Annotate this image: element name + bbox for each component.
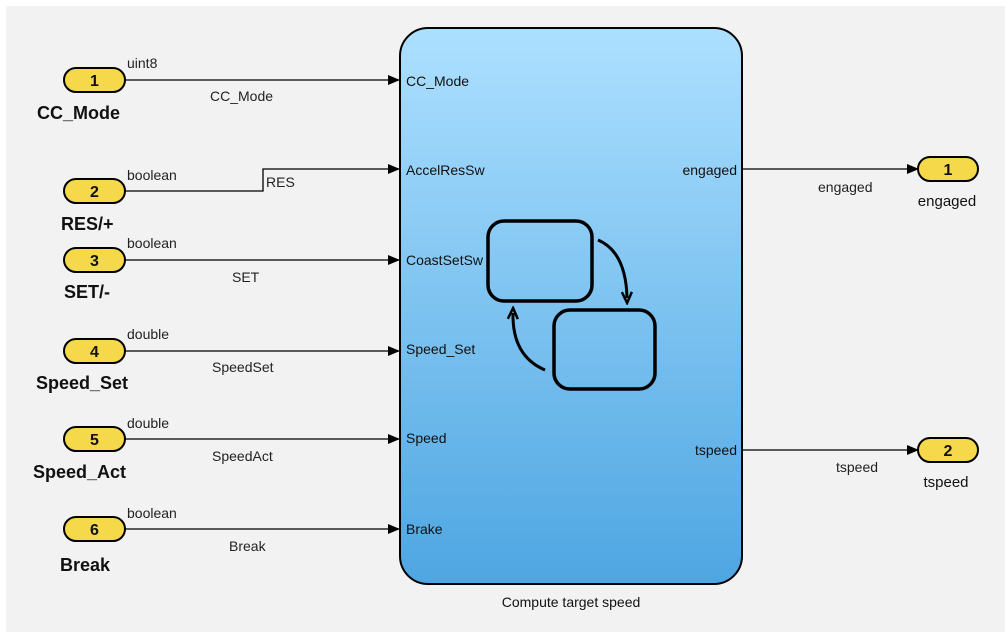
inport-2-oval[interactable] xyxy=(63,178,126,204)
datatype-label-5: double xyxy=(127,415,169,431)
inport-4-oval[interactable] xyxy=(63,338,126,364)
block-output-tspeed: tspeed xyxy=(695,442,737,458)
block-input-cc-mode: CC_Mode xyxy=(406,73,469,89)
datatype-label-3: boolean xyxy=(127,235,177,251)
outport-1-oval[interactable] xyxy=(917,156,979,182)
inport-1-name: CC_Mode xyxy=(37,103,120,123)
stateflow-chart-icon xyxy=(486,219,657,391)
block-input-brake: Brake xyxy=(406,521,443,537)
inport-6[interactable]: 6 Break xyxy=(60,516,126,575)
state-box-1 xyxy=(486,219,594,303)
signal-label-cc-mode: CC_Mode xyxy=(210,88,273,104)
datatype-label-6: boolean xyxy=(127,505,177,521)
block-body[interactable] xyxy=(399,27,743,585)
transition-arrow-down xyxy=(597,238,627,298)
outport-2-name: tspeed xyxy=(923,474,968,491)
outport-2-oval[interactable] xyxy=(917,437,979,463)
outport-1-name: engaged xyxy=(918,193,976,210)
datatype-label-2: boolean xyxy=(127,167,177,183)
inport-6-oval[interactable] xyxy=(63,516,126,542)
inport-4-name: Speed_Set xyxy=(36,373,128,393)
inport-6-name: Break xyxy=(60,555,111,575)
state-box-2 xyxy=(552,308,657,391)
outport-1-number: 1 xyxy=(944,162,953,179)
signal-label-break: Break xyxy=(229,538,267,554)
signal-label-set: SET xyxy=(232,269,260,285)
inport-5-oval[interactable] xyxy=(63,426,126,452)
inport-4[interactable]: 4 Speed_Set xyxy=(36,338,128,393)
outport-2-number: 2 xyxy=(944,443,953,460)
compute-target-speed-block[interactable]: CC_Mode AccelResSw CoastSetSw Speed_Set … xyxy=(399,27,743,585)
block-caption: Compute target speed xyxy=(502,594,641,610)
inport-5[interactable]: 5 Speed_Act xyxy=(33,426,126,482)
inport-3-name: SET/- xyxy=(64,282,110,302)
outport-2[interactable]: 2 tspeed xyxy=(917,437,979,491)
inport-3-oval[interactable] xyxy=(63,247,126,273)
signal-line-res[interactable] xyxy=(125,164,400,192)
outport-1[interactable]: 1 engaged xyxy=(917,156,979,210)
block-input-speed-set: Speed_Set xyxy=(406,341,475,357)
signal-label-tspeed: tspeed xyxy=(836,459,878,475)
inport-1-oval[interactable] xyxy=(63,67,126,93)
datatype-label-4: double xyxy=(127,326,169,342)
inport-5-number: 5 xyxy=(90,432,99,449)
inport-3[interactable]: 3 SET/- xyxy=(63,247,126,302)
transition-arrow-up xyxy=(513,313,546,372)
signal-label-speedact: SpeedAct xyxy=(212,448,273,464)
signal-label-res: RES xyxy=(266,174,295,190)
inport-6-number: 6 xyxy=(90,522,99,539)
datatype-label-1: uint8 xyxy=(127,55,158,71)
inport-2-number: 2 xyxy=(90,184,99,201)
inport-2-name: RES/+ xyxy=(61,214,114,234)
inport-4-number: 4 xyxy=(90,344,99,361)
signal-label-engaged: engaged xyxy=(818,179,873,195)
inport-5-name: Speed_Act xyxy=(33,462,126,482)
inport-1-number: 1 xyxy=(90,73,99,90)
block-output-engaged: engaged xyxy=(682,162,737,178)
signal-label-speedset: SpeedSet xyxy=(212,359,274,375)
inport-3-number: 3 xyxy=(90,253,99,270)
block-input-accelressw: AccelResSw xyxy=(406,162,485,178)
inport-2[interactable]: 2 RES/+ xyxy=(61,178,126,234)
block-input-speed: Speed xyxy=(406,430,446,446)
block-input-coastsetsw: CoastSetSw xyxy=(406,252,484,268)
inport-1[interactable]: 1 CC_Mode xyxy=(37,67,126,123)
